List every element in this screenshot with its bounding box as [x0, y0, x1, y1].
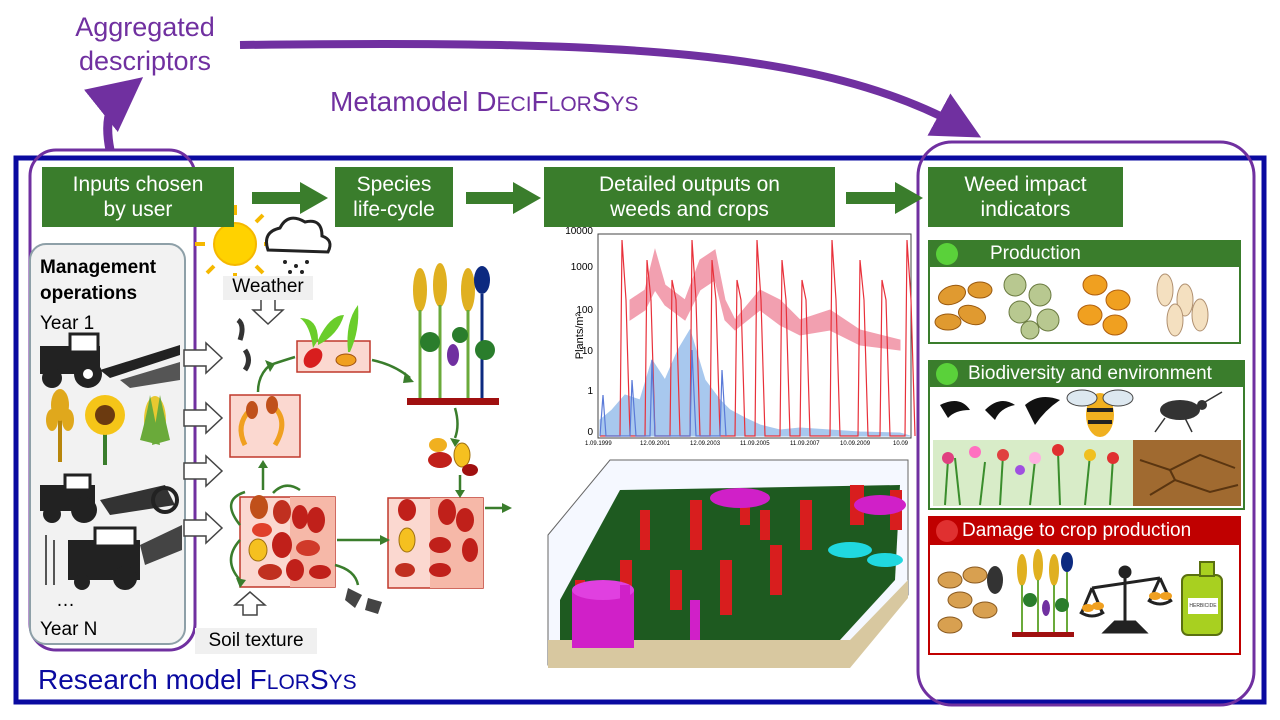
x-tick-label: 1.09.1999	[585, 441, 612, 447]
chart-series-line	[629, 248, 901, 351]
sad-face-icon	[936, 519, 958, 542]
corn-icon	[140, 395, 170, 445]
sunflower-icon	[85, 395, 125, 465]
biodiversity-header: Biodiversity and environment	[928, 360, 1243, 387]
y-tick-label: 100	[576, 305, 593, 316]
cloud-rain-icon	[265, 216, 332, 274]
step-outputs: Detailed outputs on weeds and crops	[544, 167, 835, 227]
herbicide-can-icon	[1181, 561, 1223, 636]
metamodel-arrow	[239, 39, 982, 138]
tractor-tillage-icon	[40, 473, 179, 523]
management-title: Management operations	[40, 257, 157, 304]
y-tick-label: 0	[587, 427, 593, 438]
input-arrows	[183, 298, 285, 616]
weed-density-chart	[597, 233, 916, 439]
up-arrow	[84, 77, 144, 151]
research-model-title: Research model FLORSYS	[38, 664, 357, 695]
indicators-purple-frame	[916, 140, 1256, 707]
tractor-icon	[40, 332, 180, 388]
wheat-icon	[46, 389, 74, 462]
yearN-label: Year N	[40, 619, 98, 640]
y-tick-label: 1000	[570, 262, 593, 273]
production-seeds-icon	[934, 273, 1209, 340]
damage-header: Damage to crop production	[928, 516, 1239, 545]
year1-label: Year 1	[40, 313, 95, 334]
bird-icon	[940, 401, 970, 418]
happy-face-icon	[936, 362, 958, 385]
x-tick-label: 12.09.2001	[640, 441, 671, 447]
y-tick-label: 1	[587, 386, 593, 397]
x-tick-label: 10.09.2009	[840, 441, 871, 447]
x-tick-label: 11.09.2005	[740, 441, 770, 447]
metamodel-title: Metamodel DECIFLORSYS	[330, 86, 639, 117]
lifecycle-diagram	[229, 263, 512, 614]
combine-harvester-icon	[45, 525, 182, 590]
step-inputs: Inputs chosen by user	[42, 167, 234, 227]
x-tick-label: 11.09.2007	[790, 441, 820, 447]
ellipsis-label: …	[56, 590, 75, 611]
happy-face-icon	[936, 242, 958, 265]
y-tick-label: 10000	[565, 226, 593, 237]
x-tick-label: 10.09	[893, 441, 909, 447]
weather-label: Weather	[223, 276, 313, 300]
herbicide-label: HERBICIDE	[1189, 603, 1217, 609]
x-tick-label: 12.09.2003	[690, 441, 721, 447]
beetle-icon	[1154, 391, 1223, 433]
production-header: Production	[928, 240, 1239, 267]
biodiversity-images	[933, 389, 1241, 506]
chart-series-line	[599, 349, 727, 437]
step-lifecycle: Species life-cycle	[335, 167, 453, 227]
y-tick-label: 10	[581, 346, 593, 357]
research-model-frame	[13, 155, 1267, 705]
step-indicators: Weed impact indicators	[928, 167, 1123, 227]
soil-texture-label: Soil texture	[195, 628, 317, 654]
damage-images	[937, 549, 1223, 637]
bee-icon	[1066, 389, 1134, 437]
step-arrows	[252, 182, 923, 214]
canopy-3d-illustration	[547, 459, 909, 668]
aggregated-descriptors-label: Aggregated descriptors	[75, 12, 215, 76]
